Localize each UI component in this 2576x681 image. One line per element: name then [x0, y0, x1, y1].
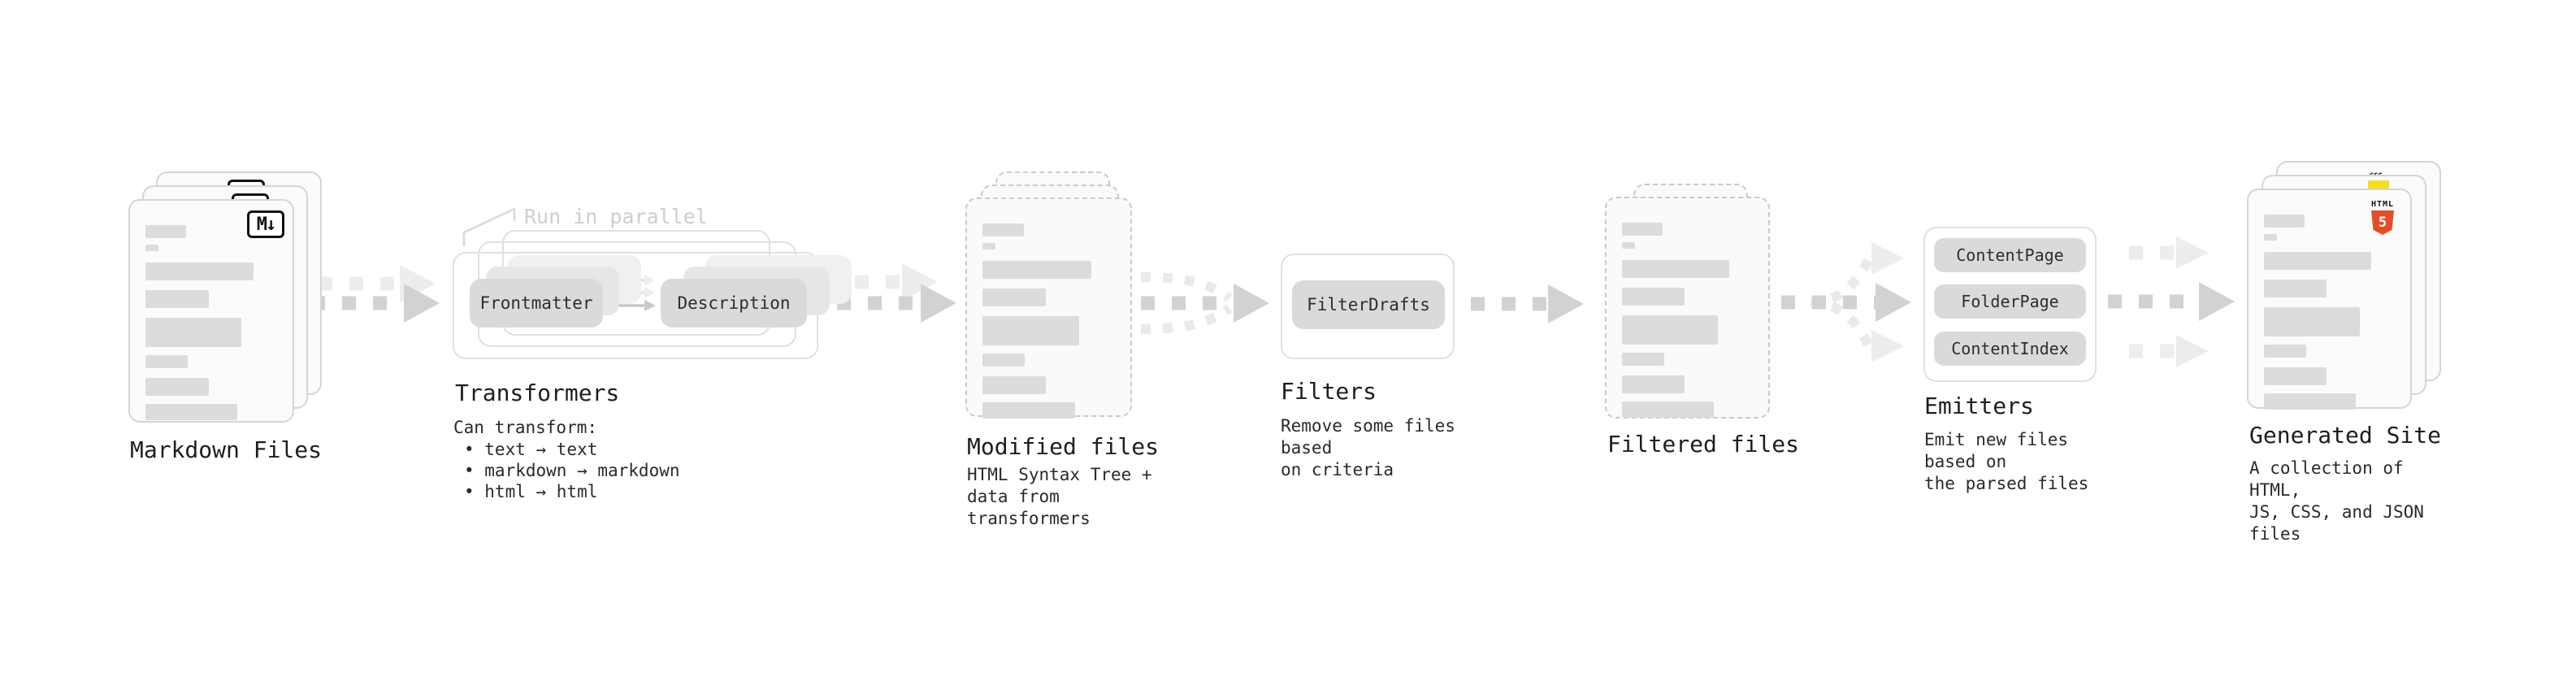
description-pill: Description — [661, 279, 807, 327]
text-placeholder-bar — [145, 355, 188, 368]
stage-filtered-files: Filtered files — [1605, 184, 1800, 476]
stage-transformers: Run in parallel Frontmatter Description … — [453, 205, 852, 530]
text-placeholder-bar — [2264, 345, 2306, 358]
html5-icon-shield: 5 — [2371, 210, 2394, 235]
text-placeholder-bar — [1622, 315, 1718, 345]
stage-filters: FilterDrafts Filters Remove some files b… — [1281, 254, 1476, 497]
text-placeholder-bar — [2264, 393, 2356, 410]
emitter-pill-contentpage: ContentPage — [1934, 238, 2086, 272]
document-text-placeholder — [982, 223, 1115, 419]
filterdrafts-pill: FilterDrafts — [1292, 280, 1445, 329]
text-placeholder-bar — [982, 376, 1047, 394]
text-placeholder-bar — [1622, 353, 1664, 366]
text-placeholder-bar — [982, 316, 1079, 345]
text-placeholder-bar — [2264, 234, 2278, 241]
text-placeholder-bar — [2264, 280, 2327, 297]
arrow-filtered-to-emitters — [1781, 242, 1911, 362]
filters-desc: Remove some files based on criteria — [1281, 416, 1455, 479]
text-placeholder-bar — [2264, 367, 2327, 385]
stage-title-markdown: Markdown Files — [130, 436, 323, 463]
stage-title-emitters: Emitters — [1924, 393, 2034, 419]
stage-title-generated: Generated Site — [2249, 422, 2442, 449]
frontmatter-pill: Frontmatter — [470, 279, 603, 327]
text-placeholder-bar — [1622, 288, 1685, 306]
text-placeholder-bar — [982, 243, 996, 249]
html5-icon-label: HTML — [2370, 200, 2395, 209]
text-placeholder-bar — [1622, 223, 1663, 236]
stage-modified-files: Modified files HTML Syntax Tree + data f… — [965, 171, 1160, 528]
arrow-emitters-to-generated — [2108, 236, 2235, 367]
text-placeholder-bar — [145, 378, 209, 396]
text-placeholder-bar — [982, 223, 1024, 236]
text-placeholder-bar — [982, 288, 1047, 306]
text-placeholder-bar — [145, 225, 187, 238]
text-placeholder-bar — [1622, 401, 1714, 418]
text-placeholder-bar — [1622, 242, 1636, 249]
run-in-parallel-note: Run in parallel — [524, 205, 708, 228]
text-placeholder-bar — [145, 290, 209, 308]
modified-desc: HTML Syntax Tree + data from transformer… — [967, 465, 1152, 528]
transformers-bullet: • text → text — [464, 440, 598, 459]
text-placeholder-bar — [145, 404, 238, 420]
modified-file-card-front — [965, 197, 1132, 419]
text-placeholder-bar — [145, 262, 254, 280]
text-placeholder-bar — [145, 318, 242, 347]
emitter-pill-folderpage: FolderPage — [1934, 284, 2086, 319]
stage-title-filters: Filters — [1281, 378, 1377, 405]
document-text-placeholder — [2264, 215, 2395, 410]
filtered-file-card-front — [1605, 197, 1770, 419]
text-placeholder-bar — [982, 261, 1091, 279]
document-text-placeholder — [1622, 223, 1753, 418]
text-placeholder-bar — [2264, 307, 2360, 336]
text-placeholder-bar — [1622, 375, 1685, 393]
transformers-desc-heading: Can transform: — [453, 418, 598, 437]
transformers-bullet: • html → html — [464, 482, 598, 501]
text-placeholder-bar — [2264, 215, 2305, 228]
stage-markdown-files: M↓ M↓ M↓ Markdown Files — [128, 171, 332, 464]
generated-file-card-front: HTML 5 — [2247, 189, 2412, 410]
generated-desc: A collection of HTML, JS, CSS, and JSON … — [2249, 458, 2424, 544]
html5-icon: HTML 5 — [2365, 194, 2400, 235]
emitters-desc: Emit new files based on the parsed files — [1924, 430, 2089, 493]
stage-title-modified: Modified files — [967, 433, 1160, 460]
stage-title-transformers: Transformers — [455, 380, 620, 406]
markdown-file-card-front: M↓ — [128, 199, 294, 423]
document-text-placeholder — [145, 225, 277, 420]
text-placeholder-bar — [2264, 252, 2372, 270]
js-icon — [2368, 180, 2389, 190]
stage-emitters: ContentPage FolderPage ContentIndex Emit… — [1923, 227, 2118, 495]
text-placeholder-bar — [1622, 260, 1730, 278]
emitter-pill-contentindex: ContentIndex — [1934, 332, 2086, 366]
stage-title-filtered: Filtered files — [1607, 431, 1800, 458]
text-placeholder-bar — [982, 402, 1076, 419]
text-placeholder-bar — [145, 245, 159, 251]
text-placeholder-bar — [982, 354, 1026, 367]
transformers-bullet: • markdown → markdown — [464, 461, 680, 480]
stage-generated-site: CSS HTML 5 Generated Site A collection o… — [2247, 161, 2458, 544]
arrow-filters-to-filtered — [1471, 284, 1584, 323]
markdown-icon: M↓ — [247, 210, 284, 238]
